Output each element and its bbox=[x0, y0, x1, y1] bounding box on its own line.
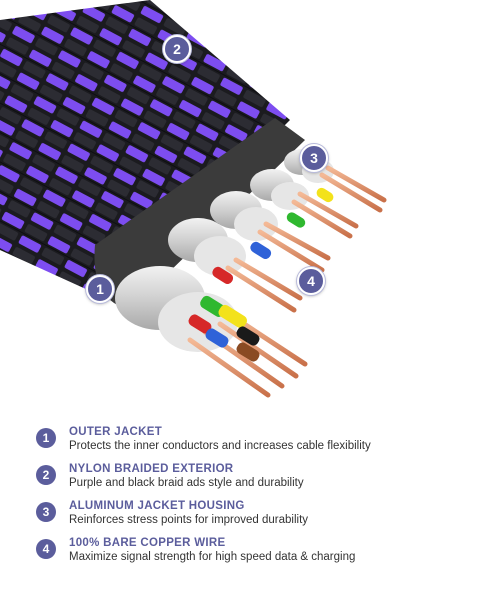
feature-legend: 1 OUTER JACKET Protects the inner conduc… bbox=[36, 424, 456, 572]
callout-4: 4 bbox=[297, 267, 325, 295]
outer-jacket bbox=[94, 118, 305, 310]
legend-item-outer-jacket: 1 OUTER JACKET Protects the inner conduc… bbox=[36, 424, 456, 461]
conductor-bundle-2 bbox=[168, 218, 246, 276]
callout-3: 3 bbox=[300, 144, 328, 172]
legend-title: ALUMINUM JACKET HOUSING bbox=[69, 500, 245, 512]
callout-1: 1 bbox=[86, 275, 114, 303]
legend-number: 2 bbox=[36, 465, 56, 485]
legend-title: 100% BARE COPPER WIRE bbox=[69, 537, 226, 549]
legend-item-nylon-braided: 2 NYLON BRAIDED EXTERIOR Purple and blac… bbox=[36, 461, 456, 498]
legend-number: 4 bbox=[36, 539, 56, 559]
conductor-bundle-3 bbox=[210, 191, 278, 241]
callout-2: 2 bbox=[163, 35, 191, 63]
wire-insulation bbox=[188, 187, 334, 362]
cable-illustration bbox=[0, 0, 387, 398]
legend-number: 3 bbox=[36, 502, 56, 522]
legend-item-copper-wire: 4 100% BARE COPPER WIRE Maximize signal … bbox=[36, 535, 456, 572]
legend-title: NYLON BRAIDED EXTERIOR bbox=[69, 463, 234, 475]
braided-exterior bbox=[0, 0, 290, 300]
legend-item-aluminum-housing: 3 ALUMINUM JACKET HOUSING Reinforces str… bbox=[36, 498, 456, 535]
legend-description: Maximize signal strength for high speed … bbox=[69, 551, 356, 563]
legend-description: Reinforces stress points for improved du… bbox=[69, 514, 309, 526]
legend-title: OUTER JACKET bbox=[69, 426, 163, 438]
legend-number: 1 bbox=[36, 428, 56, 448]
legend-description: Purple and black braid ads style and dur… bbox=[69, 477, 304, 489]
legend-description: Protects the inner conductors and increa… bbox=[69, 440, 371, 452]
